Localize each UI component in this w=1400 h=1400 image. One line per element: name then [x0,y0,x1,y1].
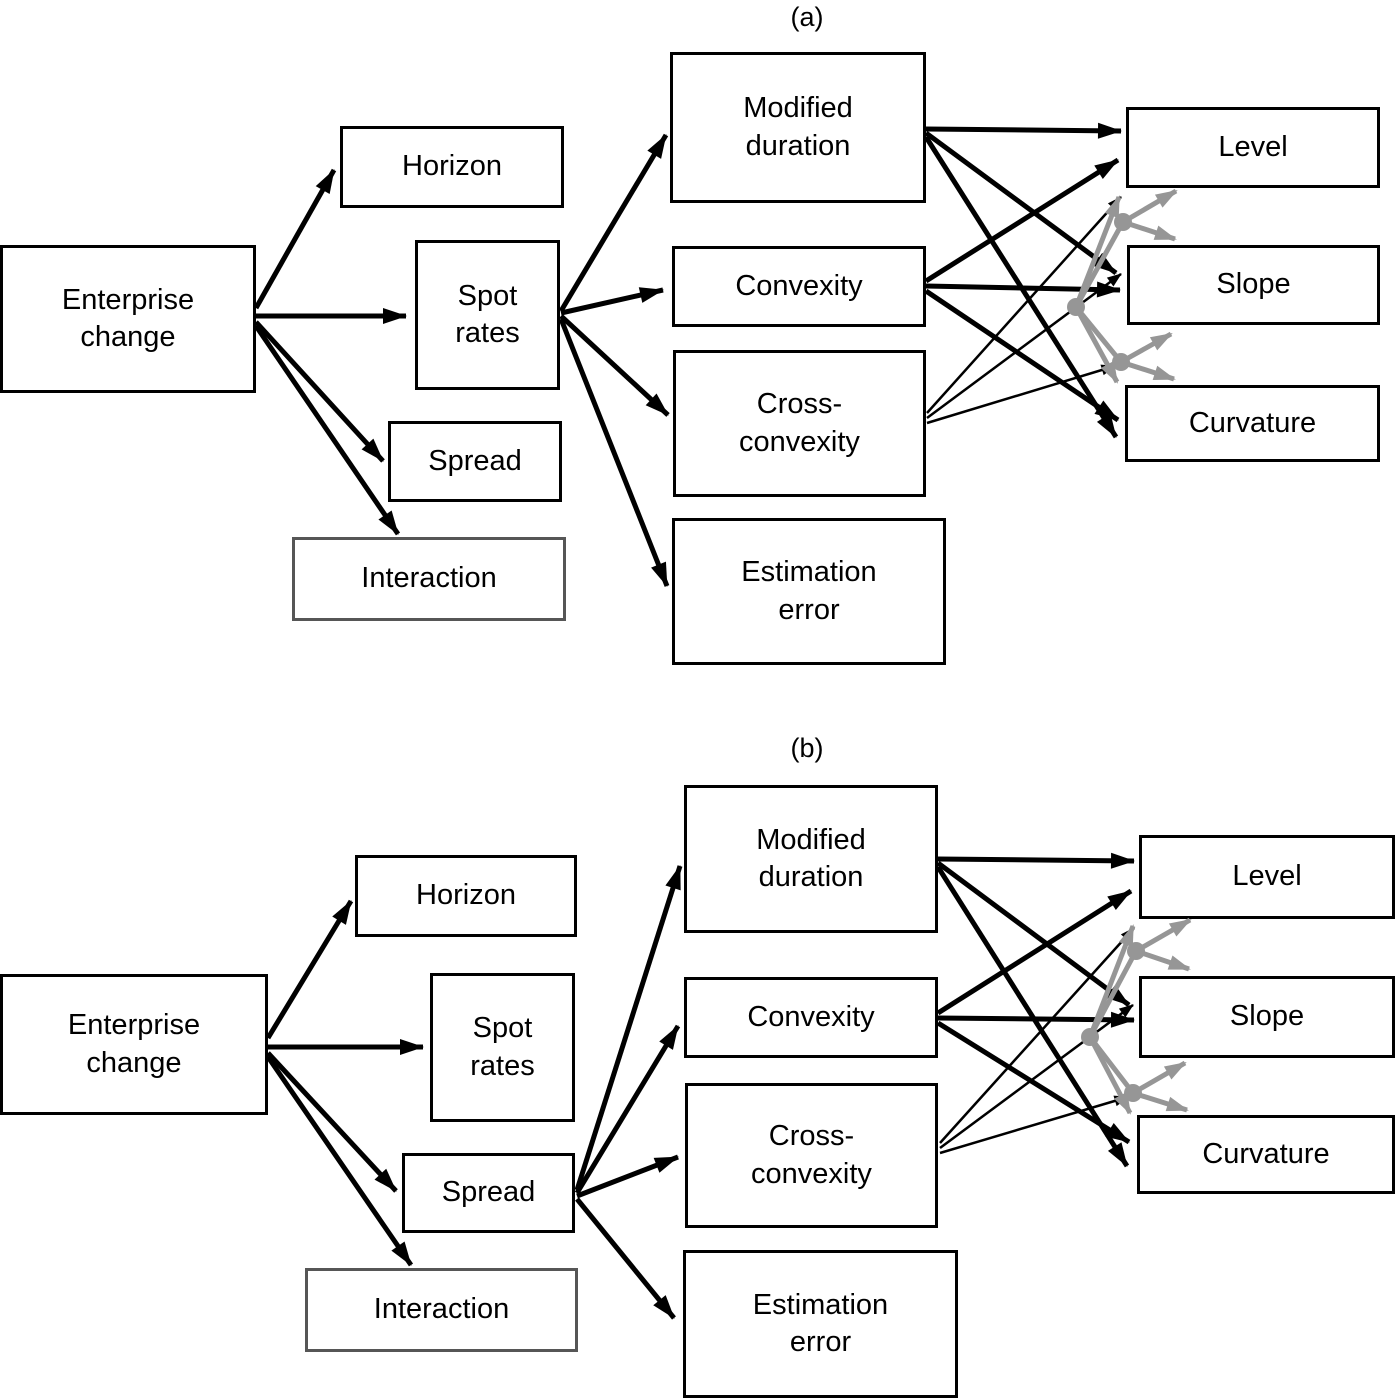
gray-b-to-curvature-corner [1087,1035,1133,1115]
edge-b-md-level [937,852,1135,869]
node-b-spread: Spread [402,1153,575,1233]
edge-b-ec-spread [266,1051,398,1193]
edge-b-crossconvexity-curvature [939,1095,1129,1155]
gray-a-to-curvature-corner [1073,305,1120,384]
gray-b-hub-lower [1088,1035,1135,1095]
node-a-spread: Spread [388,421,562,502]
edge-b-convexity-level [936,888,1133,1016]
edge-b-crossconvexity-slope [939,1003,1134,1150]
edge-b-crossconvexity-level [939,927,1135,1144]
node-b-enterprise-change: Enterprise change [0,974,268,1115]
node-b-modified-duration: Modified duration [684,785,938,933]
node-b-horizon: Horizon [355,855,577,937]
edge-b-md-curvature [935,865,1130,1168]
edge-b-ec-horizon [265,899,354,1040]
gray-a-hub-dot [1067,298,1085,316]
gray-b-node1-dot [1127,942,1145,960]
gray-a-node2-to-curvature [1120,359,1176,382]
panel-b-title: (b) [790,733,824,763]
gray-a-node2-to-slope [1119,331,1173,365]
edge-a-ec-spread [254,320,385,463]
gray-a-hub-lower [1074,305,1123,364]
gray-b-hub-upper [1087,949,1139,1039]
node-b-slope: Slope [1139,976,1395,1058]
node-a-cross-convexity: Cross- convexity [673,350,926,497]
node-a-level: Level [1126,107,1380,188]
node-a-modified-duration: Modified duration [670,52,926,203]
gray-a-hub-upper [1073,220,1126,309]
edge-a-convexity-curvature [924,288,1120,423]
edge-a-crossconvexity-curvature [926,364,1116,425]
edge-a-spotrates-md [558,133,669,313]
node-a-convexity: Convexity [672,246,926,327]
panel-a-title: (a) [790,2,824,32]
gray-b-node2-dot [1124,1084,1142,1102]
edge-a-spotrates-crossconvexity [559,314,670,417]
edge-a-spotrates-convexity [560,287,664,316]
edge-a-convexity-level [924,157,1120,284]
edge-a-md-slope [924,130,1118,276]
edge-b-md-slope [936,860,1131,1008]
gray-a-node1-dot [1114,213,1132,231]
edge-b-spread-md [574,865,683,1191]
node-a-interaction: Interaction [292,537,566,621]
edge-a-ec-interaction [253,324,401,536]
edge-b-ec-interaction [265,1055,414,1267]
node-b-level: Level [1139,835,1395,919]
edge-a-spotrates-estimationerror [558,318,670,587]
edge-b-spread-crossconvexity [576,1154,679,1199]
node-b-convexity: Convexity [684,977,938,1058]
node-b-spot-rates: Spot rates [430,973,575,1122]
node-a-spot-rates: Spot rates [415,240,560,390]
node-a-estimation-error: Estimation error [672,518,946,665]
edge-a-md-level [925,122,1122,139]
edge-a-ec-horizon [253,168,337,310]
gray-a-node1-to-level [1121,188,1178,225]
edge-a-crossconvexity-slope [926,272,1122,420]
gray-a-to-level-corner [1073,195,1122,308]
gray-b-node1-to-slope [1135,948,1191,972]
node-b-curvature: Curvature [1137,1115,1395,1194]
gray-b-to-level-corner [1087,924,1136,1038]
gray-b-node2-to-curvature [1132,1090,1189,1113]
gray-a-node2-dot [1112,353,1130,371]
gray-b-node1-to-level [1134,917,1192,954]
edge-b-spread-convexity [574,1024,681,1195]
edge-b-spread-estimationerror [575,1197,676,1320]
node-b-interaction: Interaction [305,1268,578,1352]
node-a-slope: Slope [1127,245,1380,325]
gray-a-node1-to-slope [1122,219,1177,242]
edge-a-md-curvature [923,135,1119,439]
node-b-cross-convexity: Cross- convexity [685,1083,938,1228]
gray-b-node2-to-slope [1131,1060,1187,1096]
edge-b-convexity-curvature [936,1020,1131,1145]
edge-a-convexity-slope [925,281,1121,298]
node-a-horizon: Horizon [340,126,564,208]
node-a-curvature: Curvature [1125,385,1380,462]
gray-b-hub-dot [1081,1028,1099,1046]
node-a-enterprise-change: Enterprise change [0,245,256,393]
edge-a-crossconvexity-level [926,196,1122,414]
node-b-estimation-error: Estimation error [683,1250,958,1398]
edge-b-convexity-slope [937,1011,1135,1028]
